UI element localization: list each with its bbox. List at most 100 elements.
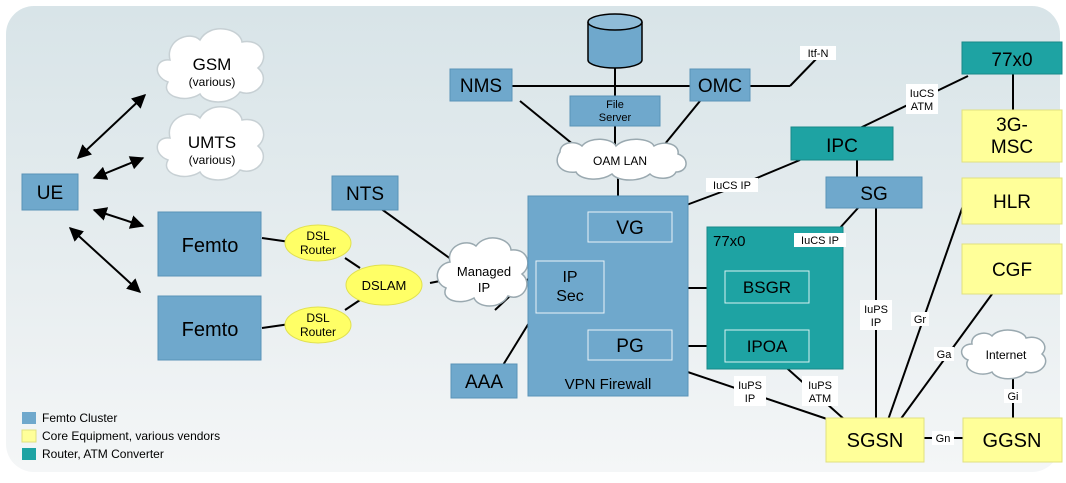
link-labels: Itf-N IuCS ATM IuCS IP IuCS IP IuPS IP I… <box>706 46 1022 445</box>
managed-ip-cloud: Managed IP <box>436 237 529 307</box>
iups-ip-pg-label-bg <box>734 376 766 406</box>
dsl-router-1-line1: DSL <box>306 229 330 243</box>
ipsec-line2: Sec <box>556 288 584 305</box>
iups-ip-sg-label-1: IuPS <box>864 304 888 316</box>
ggsn-label: GGSN <box>983 430 1042 452</box>
femto-node-2: Femto <box>157 295 262 361</box>
femto-node-1: Femto <box>157 211 262 277</box>
oam-lan-cloud: OAM LAN <box>556 138 687 181</box>
file-server-line2: Server <box>599 112 632 124</box>
internet-cloud: Internet <box>960 329 1047 380</box>
sg-node: SG <box>825 176 923 209</box>
aaa-node: AAA <box>450 363 518 399</box>
iups-ip-pg-label-1: IuPS <box>738 380 762 392</box>
msc-line1: 3G- <box>996 115 1028 136</box>
pg-node: PG <box>587 329 673 361</box>
oam-lan-label: OAM LAN <box>593 154 647 168</box>
file-server-line1: File <box>606 99 624 111</box>
legend-item-core-equipment: Core Equipment, various vendors <box>21 429 220 443</box>
pg-label: PG <box>616 336 643 357</box>
legend-label-femto-cluster: Femto Cluster <box>42 411 117 425</box>
omc-label: OMC <box>698 76 742 97</box>
router-77x0-top-label: 77x0 <box>991 50 1032 71</box>
iucs-atm-label-2: ATM <box>911 101 933 113</box>
internet-label: Internet <box>986 348 1027 362</box>
gsm-label: GSM <box>193 55 232 74</box>
managed-ip-label-2: IP <box>478 280 490 295</box>
ga-label: Ga <box>937 349 953 361</box>
iups-ip-pg-label-2: IP <box>745 393 755 405</box>
itf-n-label-bg <box>800 46 836 60</box>
link-ue-gsm <box>76 94 147 159</box>
legend-item-router-atm: Router, ATM Converter <box>22 447 164 461</box>
iups-atm-label-bg <box>802 376 838 406</box>
bsgr-node: BSGR <box>724 270 810 304</box>
iucs-ip-label-1: IuCS IP <box>713 180 751 192</box>
iucs-ip-label-1-bg <box>706 178 758 192</box>
gr-label: Gr <box>914 314 927 326</box>
itf-n-label: Itf-N <box>808 48 829 60</box>
sgsn-node: SGSN <box>825 417 925 463</box>
msc-node: 3G- MSC <box>961 109 1063 163</box>
umts-sub-label: (various) <box>189 153 236 167</box>
file-server-node: File Server <box>569 95 661 127</box>
link-nms-oamlan <box>519 100 581 151</box>
gr-label-bg <box>911 312 929 326</box>
ipoa-node: IPOA <box>724 329 810 363</box>
dslam-label: DSLAM <box>362 278 407 293</box>
iucs-atm-label-1: IuCS <box>910 88 934 100</box>
omc-node: OMC <box>689 68 751 102</box>
managed-ip-label-1: Managed <box>457 264 511 279</box>
router-77x0-top-node: 77x0 <box>961 41 1063 75</box>
gi-label-bg <box>1004 389 1022 403</box>
umts-label: UMTS <box>188 133 236 152</box>
vg-label: VG <box>616 218 643 239</box>
link-router2-dslam <box>344 299 361 311</box>
dsl-router-2-line1: DSL <box>306 311 330 325</box>
ipoa-label: IPOA <box>747 337 788 356</box>
ggsn-node: GGSN <box>962 417 1063 463</box>
iups-atm-label-2: ATM <box>809 393 831 405</box>
vg-node: VG <box>587 211 673 243</box>
hlr-node: HLR <box>961 177 1063 225</box>
iups-ip-sg-label-2: IP <box>871 317 881 329</box>
ipsec-line1: IP <box>562 269 577 286</box>
link-sgsn-hlr <box>887 199 966 421</box>
iups-atm-label-1: IuPS <box>808 380 832 392</box>
legend-swatch-router-atm <box>22 448 36 460</box>
ue-node: UE <box>21 173 79 211</box>
legend-item-femto-cluster: Femto Cluster <box>22 411 117 425</box>
gn-label: Gn <box>936 433 951 445</box>
cgf-node: CGF <box>961 243 1063 295</box>
iucs-ip-label-2-bg <box>794 233 846 247</box>
iucs-ip-label-2: IuCS IP <box>801 235 839 247</box>
sgsn-label: SGSN <box>847 430 904 452</box>
legend-label-core-equipment: Core Equipment, various vendors <box>42 429 220 443</box>
nms-node: NMS <box>449 68 513 102</box>
nts-node: NTS <box>331 175 399 211</box>
cgf-label: CGF <box>992 260 1032 281</box>
gi-label: Gi <box>1008 391 1019 403</box>
vpn-firewall-label: VPN Firewall <box>565 376 652 393</box>
hlr-label: HLR <box>993 192 1031 213</box>
nts-label: NTS <box>346 184 384 205</box>
link-omc-oamlan <box>659 100 701 151</box>
link-itfn <box>789 54 821 87</box>
gn-label-bg <box>932 431 954 445</box>
ipsec-node: IP Sec <box>535 260 605 314</box>
link-ue-femto1 <box>92 207 145 229</box>
ipc-node: IPC <box>790 126 894 161</box>
dsl-router-2-line2: Router <box>300 325 336 339</box>
bsgr-label: BSGR <box>743 278 791 297</box>
iucs-atm-label-bg <box>906 84 938 114</box>
dsl-router-2: DSL Router <box>284 306 352 344</box>
msc-line2: MSC <box>991 137 1033 158</box>
dslam-node: DSLAM <box>345 264 423 306</box>
femto-2-label: Femto <box>182 319 239 341</box>
gsm-cloud: GSM (various) <box>156 28 265 103</box>
dsl-router-1-line2: Router <box>300 243 336 257</box>
sg-label: SG <box>860 184 887 205</box>
ipc-label: IPC <box>826 136 858 157</box>
